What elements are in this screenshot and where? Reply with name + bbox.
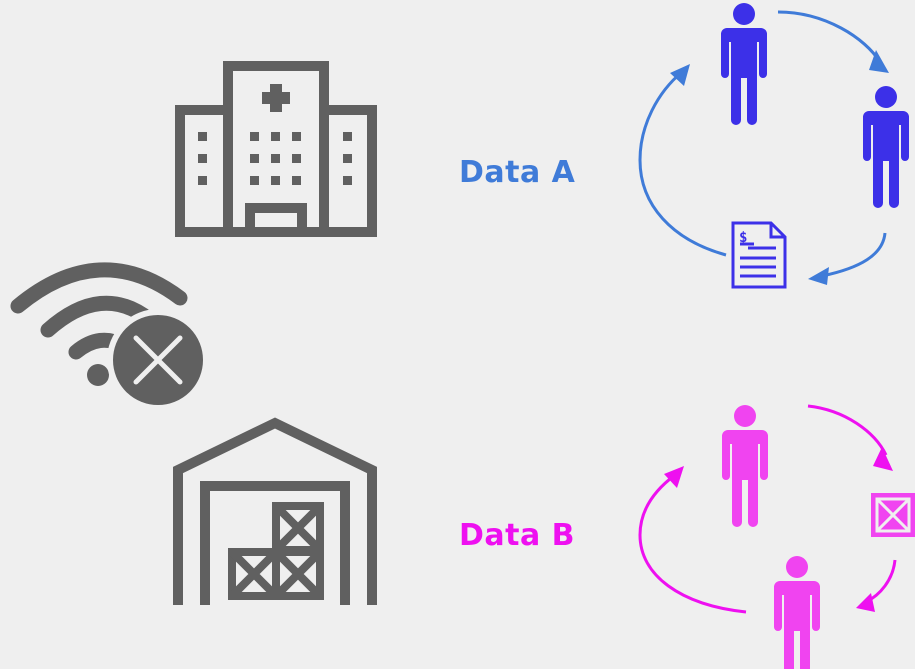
person-icon bbox=[722, 405, 768, 527]
data-a-arrow bbox=[638, 10, 887, 278]
data-a-label: Data A bbox=[459, 155, 576, 190]
package-box-icon bbox=[871, 493, 915, 537]
warehouse-icon bbox=[173, 417, 377, 605]
data-b-cycle bbox=[638, 404, 915, 669]
svg-text:$: $ bbox=[739, 230, 747, 246]
person-icon bbox=[774, 556, 820, 669]
hospital-building-icon bbox=[175, 61, 377, 237]
wifi-disconnected-icon bbox=[10, 262, 209, 411]
data-b-label: Data B bbox=[459, 518, 576, 553]
data-a-cycle: $ bbox=[638, 3, 909, 289]
person-icon bbox=[721, 3, 767, 125]
person-icon bbox=[863, 86, 909, 208]
invoice-document-icon: $ bbox=[731, 221, 787, 289]
